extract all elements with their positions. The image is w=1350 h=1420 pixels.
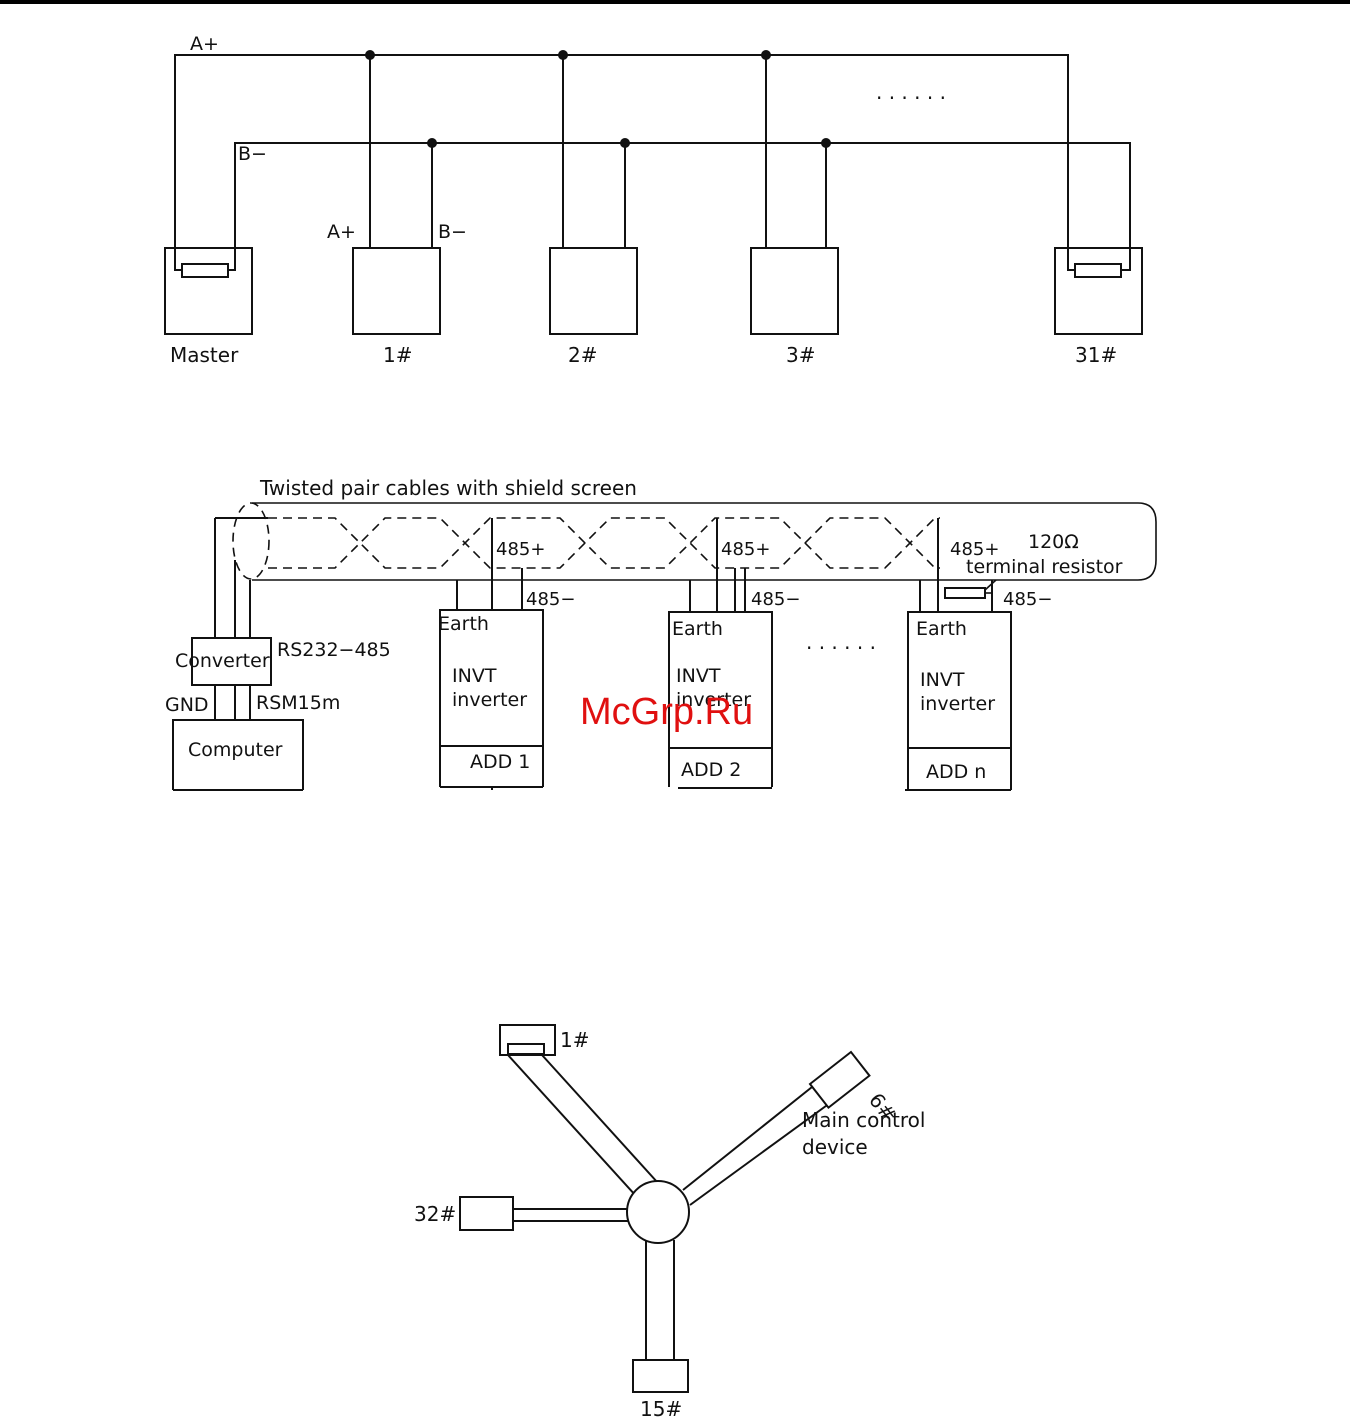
converter-box bbox=[191, 637, 272, 686]
computer-label: Computer bbox=[188, 739, 283, 761]
invn-pos-label: 485+ bbox=[950, 539, 999, 560]
inv1-neg-label: 485− bbox=[526, 589, 575, 610]
node31-resistor bbox=[1074, 263, 1122, 278]
branch-6-line-a bbox=[682, 1086, 813, 1191]
resistor-pointer bbox=[984, 579, 997, 591]
invn-neg-label: 485− bbox=[1003, 589, 1052, 610]
inv2-pos-label: 485+ bbox=[721, 539, 770, 560]
gnd-label: GND bbox=[165, 694, 209, 716]
branch-1-line-b bbox=[541, 1054, 659, 1184]
main-control-line1: Main control bbox=[802, 1108, 925, 1132]
star-node-6-box bbox=[808, 1050, 871, 1110]
node-label-3: 3# bbox=[786, 343, 815, 367]
node-label-31: 31# bbox=[1075, 343, 1117, 367]
converter-type-label: RS232−485 bbox=[277, 639, 391, 661]
shield-outline bbox=[252, 502, 1157, 581]
inv2-addr: ADD 2 bbox=[681, 759, 741, 781]
node-label-1: 1# bbox=[383, 343, 412, 367]
resistor-value: 120Ω bbox=[1028, 531, 1079, 553]
inv2-line1: INVT bbox=[676, 665, 721, 687]
junction-dot bbox=[558, 50, 568, 60]
branch-1-line-a bbox=[507, 1054, 637, 1197]
node-31-box bbox=[1054, 247, 1143, 335]
main-control-line2: device bbox=[802, 1135, 868, 1159]
computer-box bbox=[172, 719, 304, 790]
bus-b-line bbox=[234, 142, 1131, 265]
inv1-line2: inverter bbox=[452, 689, 527, 711]
invn-line2: inverter bbox=[920, 693, 995, 715]
inverter-ellipsis: · · · · · · bbox=[806, 636, 876, 660]
inverter-2-box bbox=[668, 611, 773, 787]
twisted-wire-b bbox=[268, 517, 940, 569]
node-2-box bbox=[549, 247, 638, 335]
inv2-line2: inverter bbox=[676, 689, 751, 711]
twisted-wire-a bbox=[268, 517, 940, 569]
inv1-pos-label: 485+ bbox=[496, 539, 545, 560]
bus-a-line bbox=[174, 54, 1069, 265]
inverter-n-box bbox=[907, 611, 1012, 790]
star-node-1-resistor bbox=[507, 1043, 545, 1055]
star-diagram: 1# 6# Main control device 32# 15# bbox=[414, 1024, 925, 1420]
inv1-earth-label: Earth bbox=[438, 613, 489, 635]
cable-label: Twisted pair cables with shield screen bbox=[259, 476, 637, 500]
node-label-master: Master bbox=[170, 343, 239, 367]
bus-ellipsis: · · · · · · bbox=[876, 86, 946, 110]
twisted-pair-diagram: Twisted pair cables with shield screen C… bbox=[165, 476, 1157, 791]
bus-b-label: B− bbox=[238, 143, 267, 165]
inv1-addr: ADD 1 bbox=[470, 751, 530, 773]
terminal-b-label: B− bbox=[438, 221, 467, 243]
node-label-2: 2# bbox=[568, 343, 597, 367]
star-hub bbox=[626, 1180, 690, 1244]
master-box bbox=[164, 247, 253, 335]
star-node-32-box bbox=[459, 1196, 514, 1231]
node-1-box bbox=[352, 247, 441, 335]
star-node-15-label: 15# bbox=[640, 1397, 682, 1420]
terminal-a-label: A+ bbox=[327, 221, 356, 243]
star-node-32-label: 32# bbox=[414, 1202, 456, 1226]
top-rule bbox=[0, 0, 1350, 4]
branch-6-line-b bbox=[689, 1102, 831, 1206]
bus-diagram: A+ B− A+ B− · · · · · · Master 1# 2# 3# … bbox=[164, 33, 1143, 367]
invn-addr: ADD n bbox=[926, 761, 986, 783]
node-3-box bbox=[750, 247, 839, 335]
shield-end-ellipse bbox=[232, 502, 270, 580]
resistor-label: terminal resistor bbox=[966, 556, 1123, 578]
junction-dot bbox=[427, 138, 437, 148]
star-node-15-box bbox=[632, 1359, 689, 1393]
invn-line1: INVT bbox=[920, 669, 965, 691]
rs-label: RSM15m bbox=[256, 692, 340, 714]
inverter-1-box bbox=[439, 609, 544, 787]
bus-a-label: A+ bbox=[190, 33, 219, 55]
converter-label: Converter bbox=[175, 650, 270, 672]
junction-dot bbox=[821, 138, 831, 148]
junction-dot bbox=[761, 50, 771, 60]
inv1-line1: INVT bbox=[452, 665, 497, 687]
junction-dot bbox=[620, 138, 630, 148]
star-node-1-label: 1# bbox=[560, 1028, 589, 1052]
invn-earth-label: Earth bbox=[916, 618, 967, 640]
master-resistor bbox=[181, 263, 229, 278]
inv2-earth-label: Earth bbox=[672, 618, 723, 640]
terminal-resistor bbox=[944, 587, 986, 599]
inv2-neg-label: 485− bbox=[751, 589, 800, 610]
junction-dot bbox=[365, 50, 375, 60]
watermark: McGrp.Ru bbox=[580, 691, 753, 733]
